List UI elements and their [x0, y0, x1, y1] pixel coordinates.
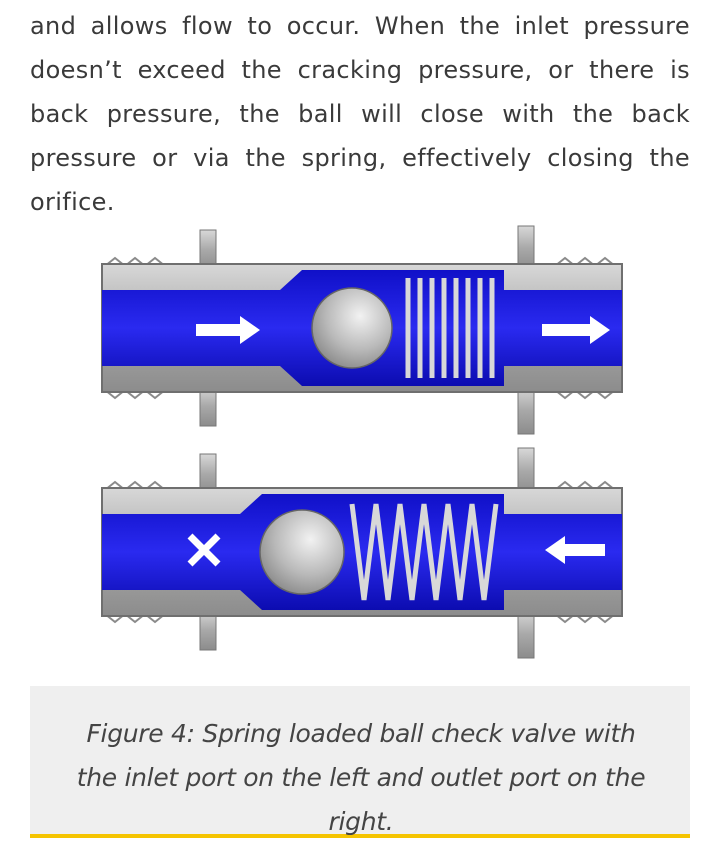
- open-valve-diagram: [101, 225, 623, 435]
- closed-valve-diagram: [101, 447, 623, 659]
- blocked-x-icon: [187, 533, 221, 567]
- figure-caption-box: Figure 4: Spring loaded ball check valve…: [30, 686, 690, 838]
- article-paragraph: and allows flow to occur. When the inlet…: [30, 12, 690, 216]
- flow-arrow-icon: [196, 316, 260, 344]
- flow-arrow-icon: [542, 316, 610, 344]
- backflow-arrow-icon: [545, 536, 605, 564]
- figure-caption: Figure 4: Spring loaded ball check valve…: [76, 719, 646, 836]
- check-valve-figure: [90, 218, 635, 663]
